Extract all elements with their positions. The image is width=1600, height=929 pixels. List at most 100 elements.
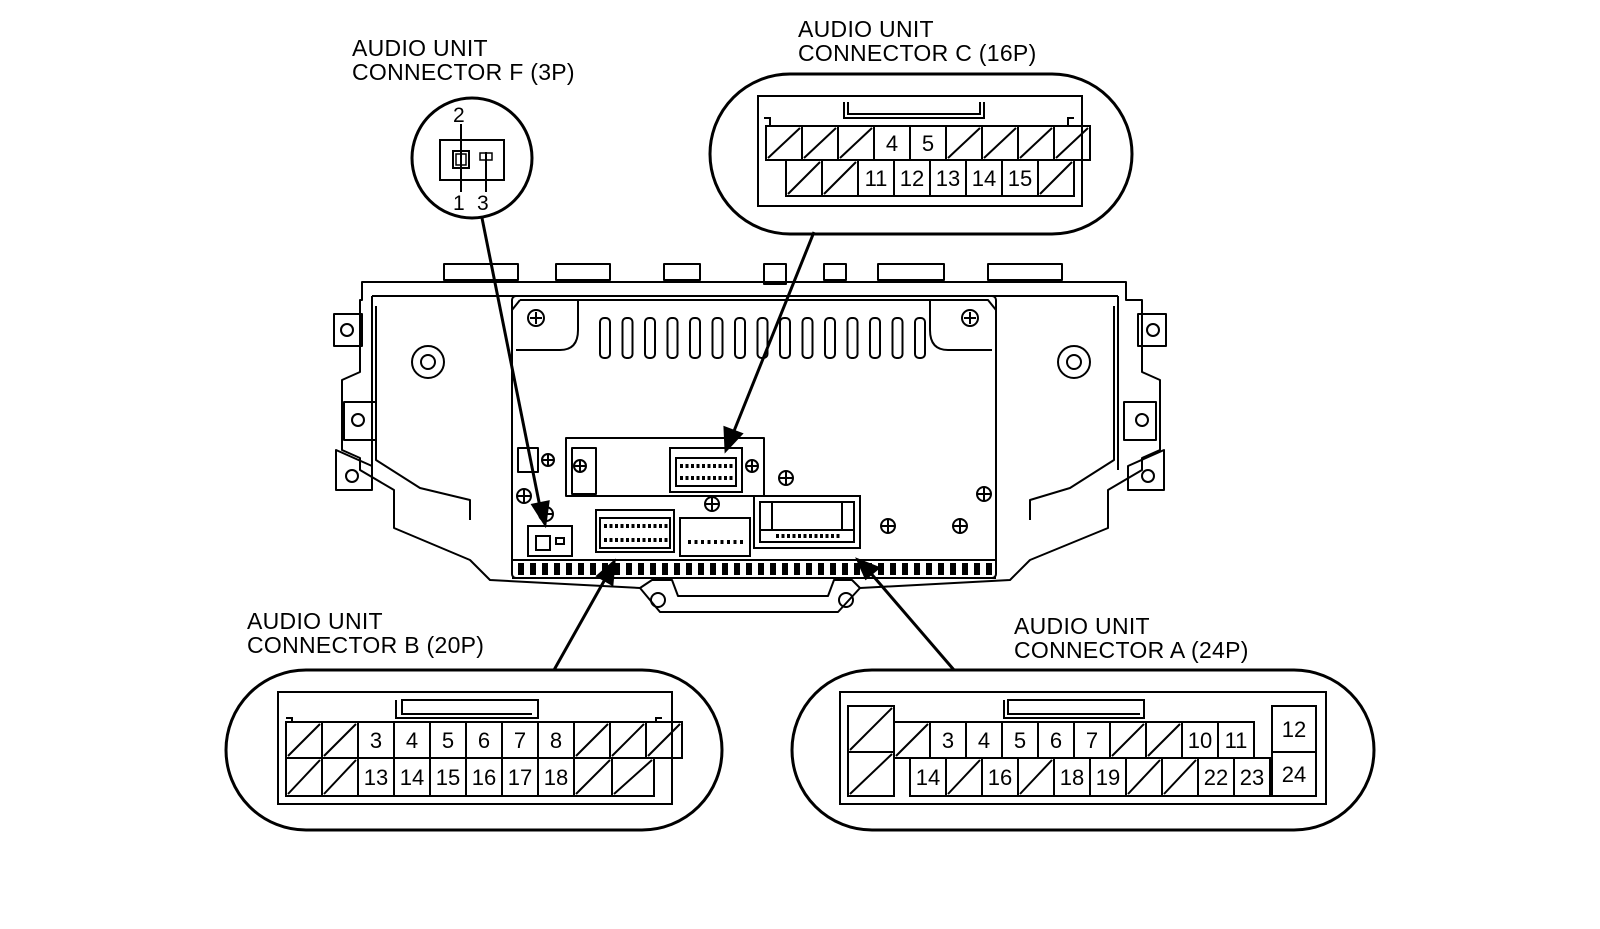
connector-a-housing [839,691,1327,805]
vent-tooth [626,563,632,575]
unit-pin-dot [707,476,711,480]
unit-pin-dot [718,464,722,468]
connector-a-top-row-cell-2-label: 4 [978,728,990,753]
unit-pin-dot [707,464,711,468]
unit-pin-dot [787,534,790,538]
vent-slot [689,317,701,359]
unit-pin-dot [615,524,618,528]
connector-c-bottom-row-cell-0-unused-mark [787,161,821,195]
vent-tooth [806,563,812,575]
vent-tooth [518,563,524,575]
vent-tooth [962,563,968,575]
vent-tooth [770,563,776,575]
title-connector-b: AUDIO UNIT CONNECTOR B (20P) [247,609,484,657]
top-mounting-tabs [443,263,1063,285]
connector-c-top-row-cell-0-unused-mark [767,127,801,159]
vent-tooth [878,563,884,575]
connector-a-top-row-cell-9-label: 11 [1225,728,1248,753]
vent-tooth [986,563,992,575]
unit-pin-dot [720,540,724,544]
connector-b-bottom-row-cell-9 [611,757,655,797]
connector-c-bottom-row-cell-5-label: 14 [972,166,996,191]
unit-pin-dot [831,534,834,538]
connector-b-bottom-row-cell-5-label: 16 [472,765,496,790]
connector-a-bottom-row-cell-5-label: 19 [1096,765,1120,790]
connector-b-top-row-cell-2-label: 3 [370,728,382,753]
unit-pin-dot [825,534,829,538]
pin-label-f-1: 1 [453,192,465,215]
unit-pin-dot [702,464,705,468]
title-f-line2: CONNECTOR F (3P) [352,59,575,85]
unit-pin-dot [685,476,689,480]
connector-c-top-row-cell-3-label: 4 [886,131,898,156]
connector-a-top-row-cell-8-label: 10 [1188,728,1212,753]
unit-pin-dot [707,540,711,544]
connector-a-bottom-row-cell-8-label: 22 [1204,765,1228,790]
bottom-vent-teeth [518,563,992,575]
vent-slot [644,317,656,359]
unit-connector-a [753,495,861,549]
connector-c-bottom-row-cell-6-label: 15 [1008,166,1032,191]
connector-b-bottom-row-cell-2-label: 13 [364,765,388,790]
audio-unit-body [333,263,1167,613]
vent-tooth [842,563,848,575]
unit-pin-dot [702,476,705,480]
title-b-line2: CONNECTOR B (20P) [247,632,485,658]
unit-pin-dot [615,538,618,542]
connector-a-bottom-row-cell-3-unused-mark [1019,759,1053,795]
unit-pin-dot [653,524,657,528]
title-connector-c: AUDIO UNIT CONNECTOR C (16P) [798,17,1037,65]
leader-arrow-b [552,573,610,671]
vent-slot [801,317,814,359]
connector-b-top-row-cell-4-label: 5 [442,728,454,753]
connector-c-top-row-cell-8-unused-mark [1055,127,1089,159]
vent-tooth [746,563,752,575]
unit-pin-dot [792,534,796,538]
callout-connector-f: 2 1 3 [410,96,534,220]
connector-b-housing [277,691,673,805]
connector-b-top-row-cell-8-unused-mark [575,723,609,757]
connector-a-top-row-cell-6-unused-mark [1111,723,1145,757]
connector-b-bottom-row-cell-4-label: 15 [436,765,460,790]
connector-b-bottom-row-cell-7-label: 18 [544,765,568,790]
unit-pin-dot [688,540,691,544]
connector-panel [565,437,765,497]
connector-a-top-row-cell-3-label: 5 [1014,728,1026,753]
unit-pin-dot [814,534,818,538]
unit-pin-dot [803,534,807,538]
unit-pin-dot [714,540,717,544]
title-connector-a: AUDIO UNIT CONNECTOR A (24P) [1014,614,1249,662]
unit-pin-dot [642,524,646,528]
side-brackets [333,313,1167,491]
vent-tooth [566,563,572,575]
unit-connector-c [669,447,743,493]
connector-b-bottom-row-cell-6-label: 17 [508,765,532,790]
pin-label-f-3: 3 [477,192,489,215]
unit-pin-dot [642,538,646,542]
unit-pin-dot [809,534,812,538]
vent-tooth [578,563,584,575]
connector-b-bottom-row-cell-1-unused-mark [323,759,357,795]
connector-c-latch [843,102,985,119]
vent-slot [824,317,836,359]
title-a-line1: AUDIO UNIT [1014,613,1150,639]
vent-tooth [722,563,728,575]
vent-tooth [758,563,764,575]
connector-c-bottom-row-cell-3-label: 12 [900,166,924,191]
unit-connector-pins [604,464,840,544]
unit-pin-dot [820,534,823,538]
connector-c-top-row-cell-2-unused-mark [839,127,873,159]
connector-a-right-top-cell-label: 12 [1282,717,1306,742]
top-vent-slots [599,317,926,359]
connector-c-bottom-row-cell-7-unused-mark [1039,161,1073,195]
vent-tooth [686,563,692,575]
vent-tooth [614,563,620,575]
unit-pin-dot [781,534,785,538]
